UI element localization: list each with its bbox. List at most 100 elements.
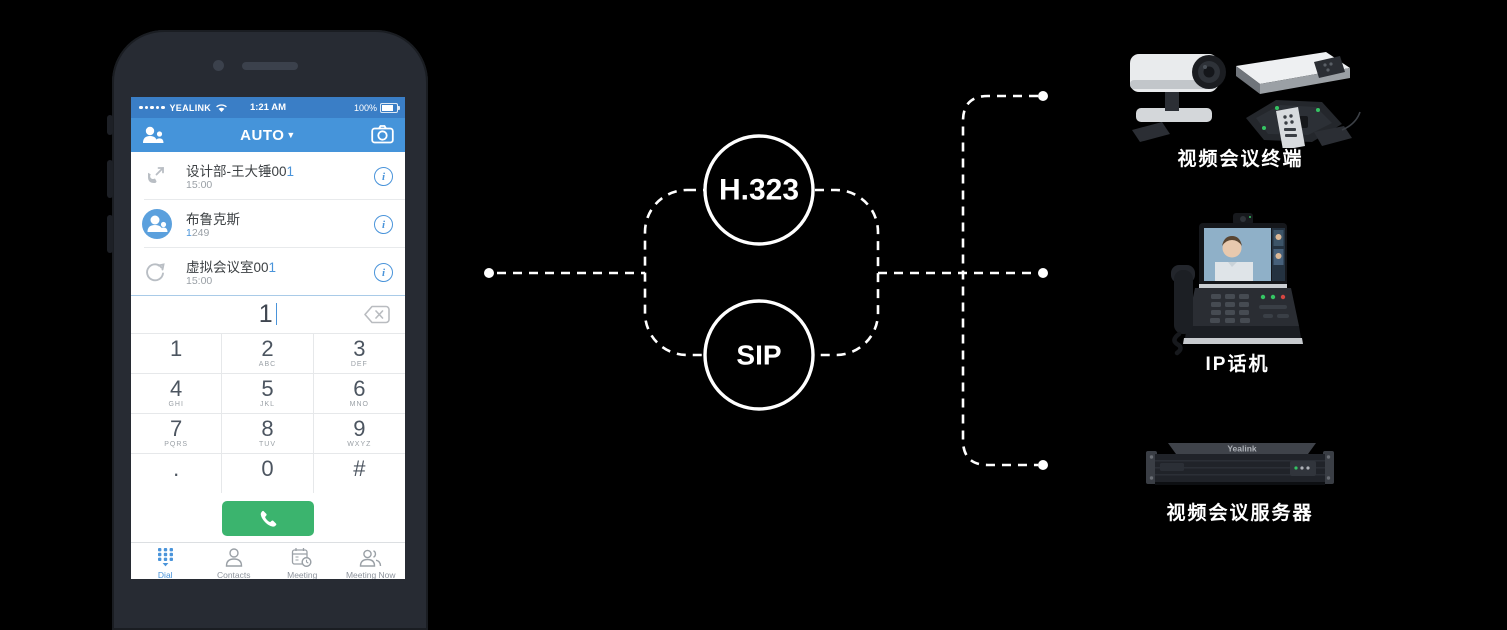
codec-side xyxy=(1236,66,1260,94)
rack-ear-right xyxy=(1323,451,1334,484)
endpoint-dot-terminal xyxy=(1038,91,1048,101)
call-button[interactable] xyxy=(222,501,314,536)
contact-person-icon xyxy=(225,548,242,567)
call-time: 15:00 xyxy=(186,179,213,191)
mic-cable xyxy=(1341,111,1361,131)
phone-front xyxy=(1185,326,1301,338)
canvas: { "phone": { "status_bar": { "carrier": … xyxy=(107,30,1361,630)
info-button[interactable]: i xyxy=(374,263,393,282)
key-1[interactable]: 1 xyxy=(131,333,223,373)
call-log-row[interactable]: 设计部-王大锤001 15:00 i xyxy=(131,152,405,200)
call-button-zone xyxy=(131,493,405,542)
tab-contacts[interactable]: Contacts xyxy=(200,543,269,579)
protocol-diagram: H.323 SIP xyxy=(484,91,1048,470)
phone-keypad xyxy=(1210,294,1250,323)
contact-name: 布鲁克斯 xyxy=(186,212,240,227)
clock-label: 1:21 AM xyxy=(249,102,287,113)
phone-base-strip xyxy=(1183,338,1303,344)
conference-call-icon xyxy=(143,260,167,289)
tab-meeting-now[interactable]: Meeting Now xyxy=(337,543,406,579)
device-label-ipphone: IP话机 xyxy=(1205,354,1270,375)
codec-top xyxy=(1236,52,1350,84)
backspace-icon[interactable] xyxy=(363,304,391,330)
server-brand-label: Yealink xyxy=(1227,444,1257,454)
server-illustration: Yealink xyxy=(1146,443,1334,485)
earpiece-speaker xyxy=(242,62,298,70)
phone-handset-icon xyxy=(260,510,277,527)
expansion-mic-right xyxy=(1314,126,1352,146)
key-dot[interactable]: . xyxy=(131,453,223,493)
battery-icon xyxy=(380,102,400,113)
camera-base xyxy=(1136,108,1212,122)
contact-name: 虚拟会议室001 xyxy=(186,260,277,275)
info-button[interactable]: i xyxy=(374,167,393,186)
battery-percent-label: 100% xyxy=(353,102,377,113)
tab-meeting[interactable]: Meeting xyxy=(268,543,337,579)
handheld-remote xyxy=(1276,107,1305,148)
device-label-terminal: 视频会议终端 xyxy=(1177,149,1304,170)
call-log-row[interactable]: 布鲁克斯 1249 i xyxy=(131,200,405,248)
meeting-now-group-icon xyxy=(360,549,382,567)
outgoing-call-icon xyxy=(143,164,167,193)
key-0[interactable]: 0 xyxy=(222,453,314,493)
dialed-digits: 1 xyxy=(258,300,273,328)
divider xyxy=(144,247,405,248)
text-cursor xyxy=(275,303,278,325)
h323-label: H.323 xyxy=(719,174,799,207)
dialpad-icon xyxy=(157,548,173,567)
bottom-tab-bar: Dial Contacts Meeting xyxy=(131,542,405,579)
protocol-node-sip: SIP xyxy=(703,299,815,411)
divider xyxy=(144,199,405,200)
tab-dial[interactable]: Dial xyxy=(131,543,200,579)
info-button[interactable]: i xyxy=(374,215,393,234)
contact-name: 设计部-王大锤001 xyxy=(186,164,295,179)
front-camera xyxy=(213,60,224,71)
signal-strength-icon xyxy=(139,105,165,110)
status-bar: YEALINK 1:21 AM 100% xyxy=(131,97,405,118)
key-pound[interactable]: # xyxy=(313,453,405,493)
meeting-calendar-icon xyxy=(292,548,312,567)
call-time: 15:00 xyxy=(186,275,213,287)
dial-number-input[interactable]: 1 xyxy=(131,296,405,333)
phone-screen: YEALINK 1:21 AM 100% AUTO▼ xyxy=(131,97,405,579)
function-keys xyxy=(1259,294,1289,318)
volume-down-button xyxy=(107,215,113,253)
carrier-label: YEALINK xyxy=(169,102,212,113)
expansion-mic-left xyxy=(1132,122,1170,142)
contact-number: 1249 xyxy=(186,227,210,239)
chevron-down-icon: ▼ xyxy=(286,129,296,140)
camera-icon[interactable] xyxy=(371,125,394,149)
protocol-node-h323: H.323 xyxy=(703,134,815,246)
device-label-server: 视频会议服务器 xyxy=(1166,503,1314,524)
ip-phone-illustration xyxy=(1171,213,1303,356)
rack-ear-left xyxy=(1146,451,1157,484)
server-top xyxy=(1168,443,1316,454)
contact-avatar xyxy=(142,209,172,239)
contacts-icon[interactable] xyxy=(141,123,167,152)
divider xyxy=(131,294,405,296)
mute-switch xyxy=(107,115,113,135)
endpoint-dot-phone xyxy=(484,268,494,278)
video-terminal-illustration xyxy=(1130,52,1361,148)
call-log-row[interactable]: 虚拟会议室001 15:00 i xyxy=(131,248,405,296)
remote-control xyxy=(1314,56,1345,78)
device-branch-bracket xyxy=(961,94,1038,467)
mode-dropdown[interactable]: AUTO▼ xyxy=(240,126,296,144)
sip-label: SIP xyxy=(736,340,781,371)
handset-cord xyxy=(1172,331,1183,356)
camera-stand xyxy=(1165,86,1179,111)
handset xyxy=(1174,270,1193,334)
endpoint-dot-server xyxy=(1038,460,1048,470)
wifi-icon xyxy=(216,103,227,112)
volume-up-button xyxy=(107,160,113,198)
nav-bar: AUTO▼ xyxy=(131,118,405,152)
